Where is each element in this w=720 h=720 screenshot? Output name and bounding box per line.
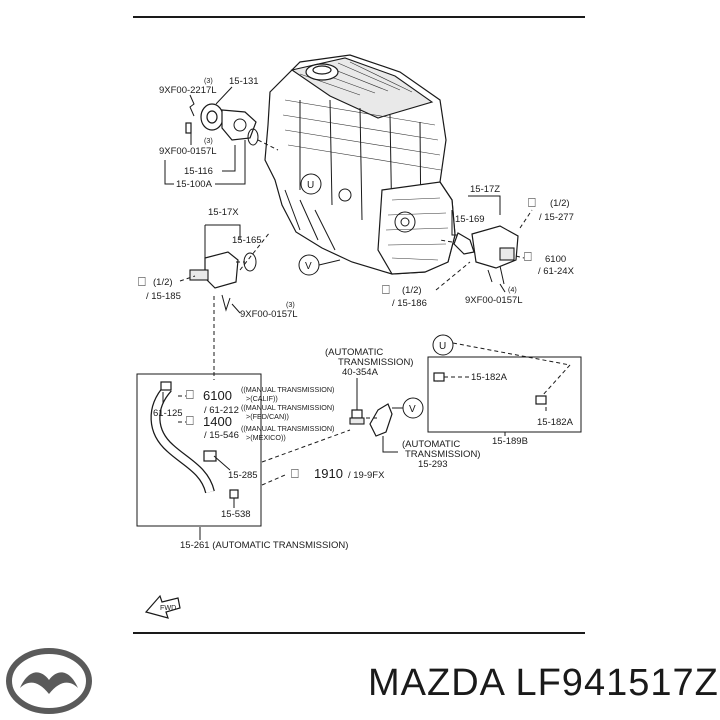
label-thermo-bolt2-code: 9XF00-0157L	[159, 146, 217, 157]
thermostat-assembly	[185, 94, 279, 151]
label-bypass-hose-1: 15-182A	[471, 372, 508, 383]
label-thermo-bolt2-qty: (3)	[204, 136, 213, 145]
label-at-bracket-1: (AUTOMATIC	[402, 439, 460, 450]
label-right-clip-sub-top: / 15-277	[539, 212, 574, 223]
label-ref-1910: 1910	[314, 466, 343, 481]
left-clip-icon: ⎕	[138, 274, 146, 289]
right-clip-icon-mid: ⎕	[382, 282, 390, 297]
label-ref-61212: / 61-212	[204, 405, 239, 416]
ref-6100-icon: ⎕	[186, 387, 194, 402]
label-thermo-assy: 15-100A	[176, 179, 213, 190]
forward-arrow-icon: FWD	[144, 594, 181, 619]
label-right-bolt-code: 9XF00-0157L	[465, 295, 523, 306]
label-ref-6100-note2: >(CALIF))	[246, 394, 278, 403]
bypass-hose-box	[427, 356, 582, 433]
label-right-sensor-sub: / 61-24X	[538, 266, 575, 277]
label-lower-hose: 15-261 (AUTOMATIC TRANSMISSION)	[180, 540, 348, 551]
label-left-clip-sub: / 15-185	[146, 291, 181, 302]
label-ref-15546: / 15-546	[204, 430, 239, 441]
lower-hose-box	[136, 373, 262, 527]
label-left-bolt-code: 9XF00-0157L	[240, 309, 298, 320]
label-ref-61212-note2: >(FED/CAN))	[246, 412, 289, 421]
right-clip-icon-top: ⎕	[528, 195, 536, 210]
svg-text:V: V	[409, 404, 416, 415]
label-ref-6100: 6100	[203, 388, 232, 403]
label-small-part: 15-538	[221, 509, 251, 520]
label-ref-6100-note: ((MANUAL TRANSMISSION)	[241, 385, 334, 394]
label-right-bolt-qty: (4)	[508, 285, 517, 294]
label-right-outlet-gasket: 15-169	[455, 214, 485, 225]
label-thermo-cover: 15-131	[229, 76, 259, 87]
label-thermo-bolt-qty: (3)	[204, 76, 213, 85]
right-sensor-icon: ⎕	[524, 249, 532, 264]
label-left-outlet-group: 15-17X	[208, 207, 239, 218]
engine-block	[264, 54, 456, 275]
svg-text:U: U	[307, 180, 314, 191]
part-number-title: MAZDA LF941517Z	[368, 662, 719, 704]
label-at-bracket-2: TRANSMISSION)	[405, 449, 480, 460]
label-at-header-2: TRANSMISSION)	[338, 357, 413, 368]
label-left-clip-ref: (1/2)	[153, 277, 173, 288]
label-right-clip-ref-top: (1/2)	[550, 198, 570, 209]
label-right-outlet-group: 15-17Z	[470, 184, 500, 195]
reference-circle-v-engine: V	[298, 254, 341, 276]
label-left-bolt-qty: (3)	[286, 300, 295, 309]
reference-circle-u-bypass: U	[432, 334, 454, 356]
label-bypass-group: 15-189B	[492, 436, 528, 447]
label-right-sensor-ref: 6100	[545, 254, 566, 265]
label-at-part: 40-354A	[342, 367, 379, 378]
label-bypass-hose-2: 15-182A	[537, 417, 574, 428]
label-thermostat: 15-116	[184, 166, 213, 177]
svg-text:V: V	[305, 261, 312, 272]
label-right-clip-ref-mid: (1/2)	[402, 285, 422, 296]
label-at-bracket-part: 15-293	[418, 459, 448, 470]
ref-1400-icon: ⎕	[186, 413, 194, 428]
label-ref-15546-note: >(MEXICO))	[246, 433, 286, 442]
ref-1910-icon: ⎕	[291, 466, 299, 481]
at-bracket-parts	[349, 403, 393, 437]
label-left-outlet-gasket: 15-165	[232, 235, 262, 246]
svg-text:U: U	[439, 341, 446, 352]
label-left-hose-part: 61-125	[153, 408, 183, 419]
label-at-header-1: (AUTOMATIC	[325, 347, 383, 358]
label-ref-1400: 1400	[203, 414, 232, 429]
mazda-logo-icon	[6, 648, 92, 714]
label-clamp-part: 15-285	[228, 470, 258, 481]
label-thermo-bolt-code: 9XF00-2217L	[159, 85, 217, 96]
svg-text:FWD: FWD	[160, 603, 176, 612]
label-ref-61212-note: ((MANUAL TRANSMISSION)	[241, 403, 334, 412]
reference-circle-u: U	[300, 173, 322, 195]
label-ref-1400-note: ((MANUAL TRANSMISSION)	[241, 424, 334, 433]
label-right-clip-sub-mid: / 15-186	[392, 298, 427, 309]
right-water-outlet	[439, 225, 519, 285]
label-ref-1910-sub: / 19-9FX	[348, 470, 385, 481]
left-water-outlet	[189, 231, 271, 312]
reference-circle-v-bracket: V	[392, 397, 424, 419]
